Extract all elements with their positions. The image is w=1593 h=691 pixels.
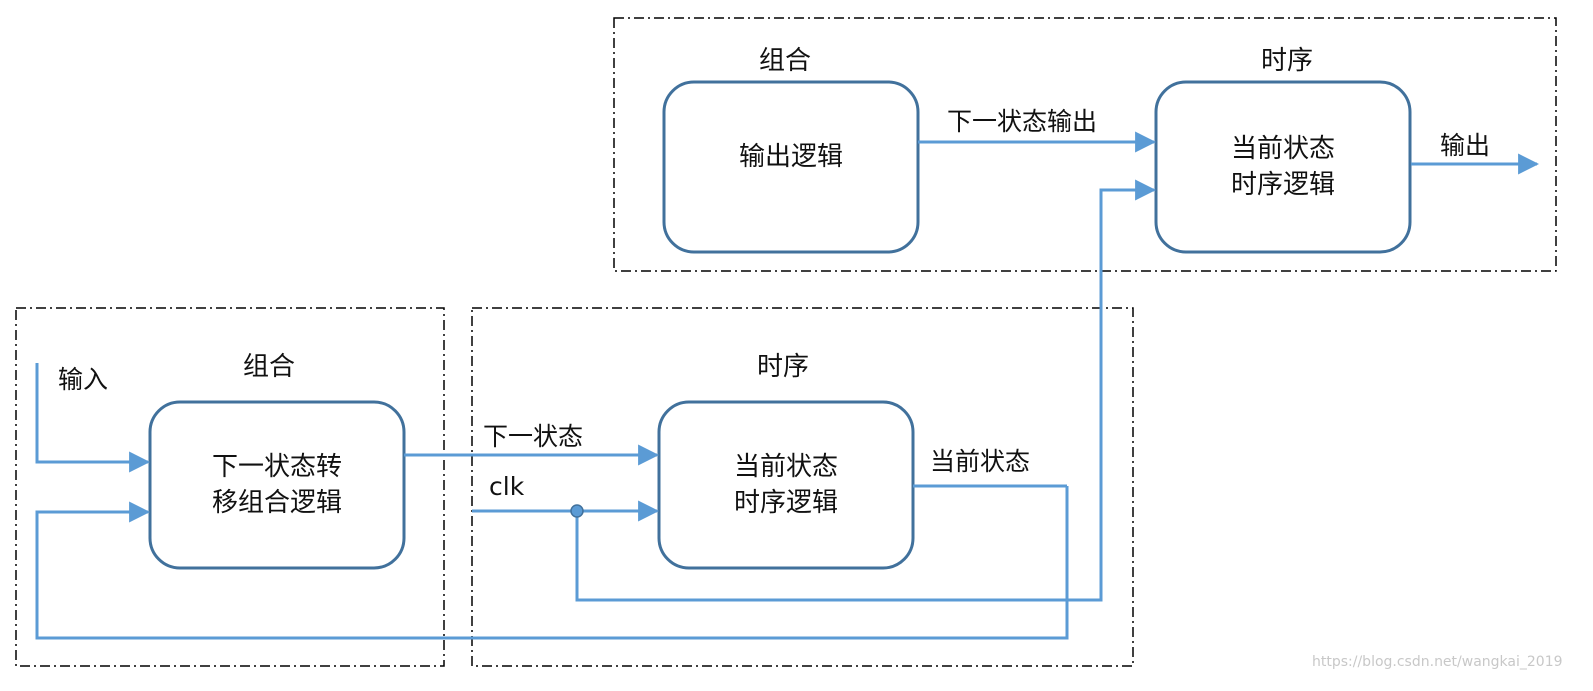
output-logic-label: 输出逻辑	[664, 82, 918, 232]
top-state-box	[1154, 80, 1412, 254]
next-state-output-label: 下一状态输出	[947, 107, 1098, 136]
bottom-comb-title: 组合	[243, 352, 296, 382]
top-group-frame	[613, 17, 1557, 272]
clk-junction-dot	[570, 504, 584, 518]
top-state-text-2: 时序逻辑	[1230, 170, 1335, 200]
bottom-comb-group-frame	[15, 307, 445, 667]
next-state-label-text: 下一状态	[483, 422, 584, 451]
top-state-label: 当前状态 时序逻辑	[1156, 82, 1410, 252]
bottom-seq-title: 时序	[757, 352, 810, 382]
top-comb-title: 组合	[759, 46, 812, 76]
wire-feedback	[35, 486, 1069, 640]
wire-input	[35, 363, 151, 473]
clk-label: clk	[489, 472, 525, 501]
output-label: 输出	[1440, 131, 1491, 160]
input-label: 输入	[58, 365, 109, 394]
next-state-text-2: 移组合逻辑	[211, 488, 342, 518]
top-state-text-1: 当前状态	[1230, 134, 1335, 164]
top-seq-title: 时序	[1261, 46, 1314, 76]
watermark: https://blog.csdn.net/wangkai_2019	[1312, 654, 1563, 670]
next-state-text-1: 下一状态转	[211, 452, 342, 482]
output-logic-box	[662, 80, 920, 254]
bottom-seq-group-frame	[471, 307, 1134, 667]
bottom-state-text-2: 时序逻辑	[733, 488, 838, 518]
output-logic-text: 输出逻辑	[738, 142, 843, 172]
bottom-state-text-1: 当前状态	[733, 452, 838, 482]
next-state-label: 下一状态转 移组合逻辑	[150, 402, 404, 568]
next-state-box	[148, 400, 406, 570]
wire-clk-branch	[575, 179, 1157, 602]
current-state-label: 当前状态	[930, 447, 1031, 476]
bottom-state-label: 当前状态 时序逻辑	[659, 402, 913, 568]
